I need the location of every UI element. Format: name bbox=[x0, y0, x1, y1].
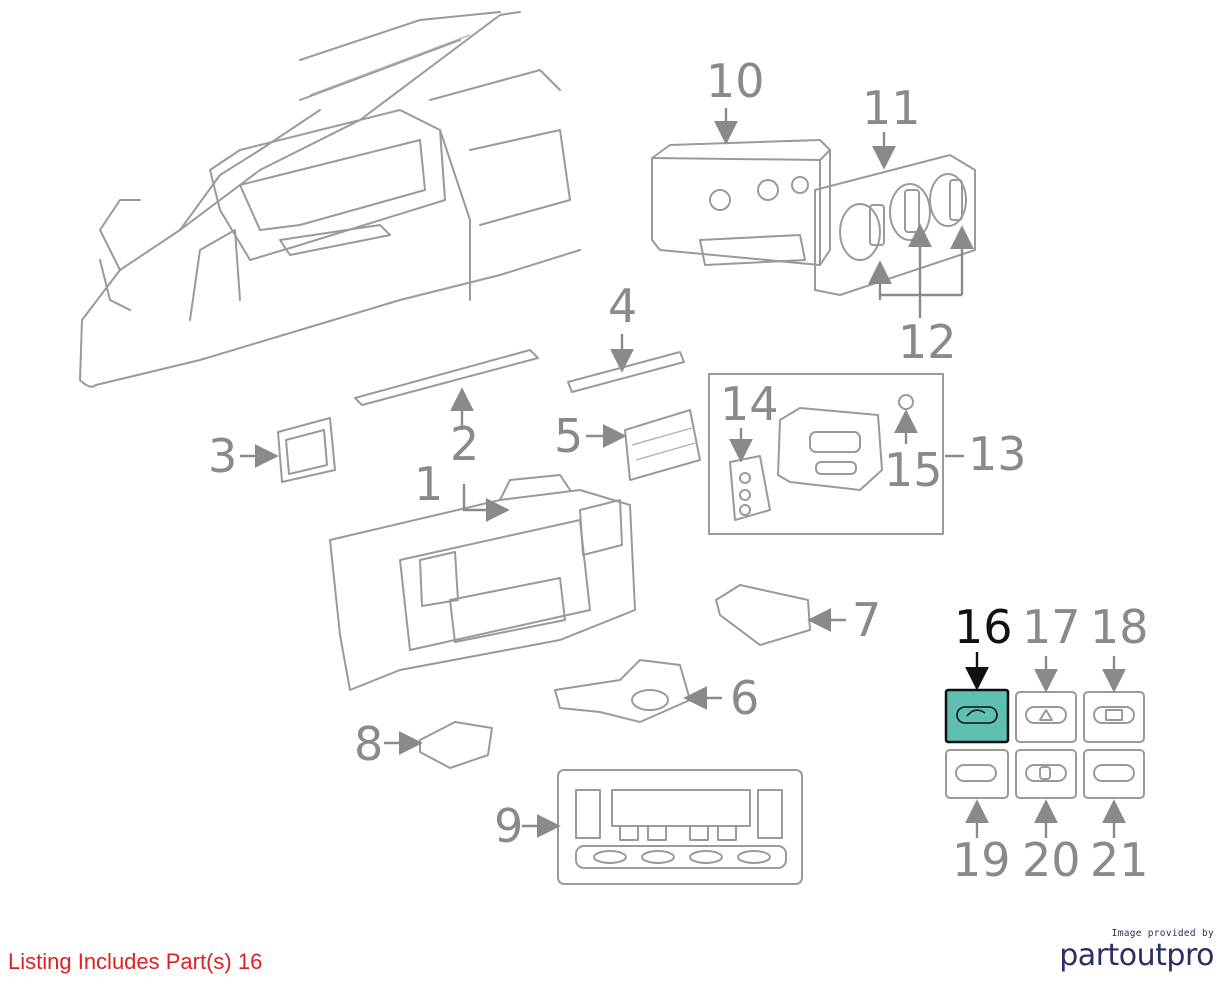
listing-includes-text: Listing Includes Part(s) 16 bbox=[8, 949, 263, 974]
callout-21: 21 bbox=[1090, 833, 1149, 887]
callout-11: 11 bbox=[862, 81, 921, 135]
callout-1: 1 bbox=[414, 457, 443, 511]
part-11-control-panel-face bbox=[814, 154, 976, 296]
part-5-vent bbox=[624, 409, 701, 481]
callout-3: 3 bbox=[208, 429, 237, 483]
credit-caption: Image provided by bbox=[1111, 928, 1214, 939]
switch-grid bbox=[944, 688, 1145, 799]
callout-16-highlighted: 16 bbox=[954, 600, 1013, 654]
part-16-switch-highlighted bbox=[944, 688, 1010, 744]
part-19-switch bbox=[945, 749, 1009, 799]
part-10-hvac-control-housing bbox=[651, 139, 831, 266]
part-18-switch bbox=[1083, 691, 1145, 743]
part-6-bracket bbox=[554, 659, 691, 723]
dashboard-panel bbox=[79, 11, 581, 388]
part-3-bezel bbox=[277, 417, 336, 483]
part-2-trim-strip bbox=[354, 349, 539, 406]
part-13-radio-group-box bbox=[708, 373, 944, 535]
part-7-bracket bbox=[715, 584, 811, 646]
image-credit: Image provided by partoutpro bbox=[1054, 928, 1214, 971]
part-17-switch bbox=[1015, 691, 1077, 743]
callout-13: 13 bbox=[968, 427, 1027, 481]
part-9-climate-panel bbox=[557, 769, 803, 885]
callout-numbers: 10 11 12 4 2 3 5 1 14 15 13 7 6 8 9 16 1… bbox=[208, 54, 1149, 887]
callout-12: 12 bbox=[898, 315, 957, 369]
callout-9: 9 bbox=[494, 799, 523, 853]
leader-arrows bbox=[240, 108, 1126, 838]
callout-14: 14 bbox=[720, 377, 779, 431]
part-1-instrument-carrier bbox=[329, 474, 636, 691]
part-21-switch bbox=[1083, 749, 1145, 799]
callout-2: 2 bbox=[450, 417, 479, 471]
callout-19: 19 bbox=[952, 833, 1011, 887]
callout-17: 17 bbox=[1022, 600, 1081, 654]
partoutpro-logo: partoutpro bbox=[1059, 938, 1214, 973]
callout-18: 18 bbox=[1090, 600, 1149, 654]
part-4-trim-piece bbox=[567, 351, 685, 393]
callout-5: 5 bbox=[554, 409, 583, 463]
callout-15: 15 bbox=[884, 443, 943, 497]
part-20-switch bbox=[1015, 749, 1077, 799]
callout-4: 4 bbox=[608, 279, 637, 333]
callout-8: 8 bbox=[354, 717, 383, 771]
callout-7: 7 bbox=[852, 593, 881, 647]
part-8-switch-housing bbox=[419, 721, 493, 769]
callout-10: 10 bbox=[706, 54, 765, 108]
callout-20: 20 bbox=[1022, 833, 1081, 887]
callout-6: 6 bbox=[730, 671, 759, 725]
